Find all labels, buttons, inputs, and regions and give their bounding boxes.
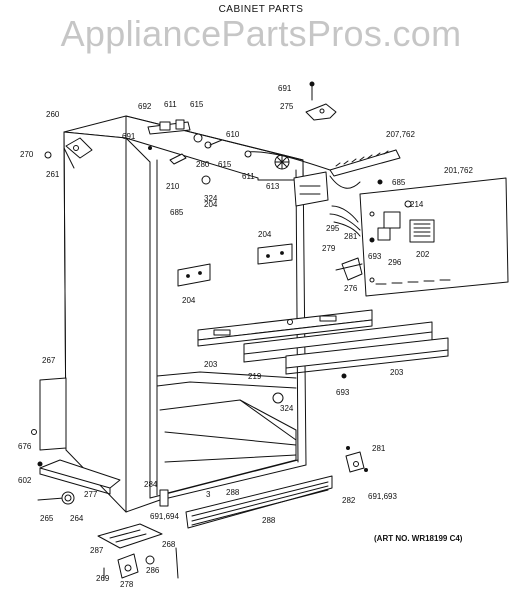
part-label: 276 — [344, 284, 358, 293]
part-label: 324 — [204, 194, 218, 203]
part-label: 265 — [40, 514, 54, 523]
part-label: 611 — [164, 100, 177, 109]
screw-602 — [37, 461, 43, 467]
part-label: 685 — [392, 178, 406, 187]
watermark-text: AppliancePartsPros.com — [60, 13, 462, 54]
part-label: 691,693 — [368, 492, 397, 501]
part-label: 203 — [390, 368, 404, 377]
part-label: 296 — [388, 258, 402, 267]
part-label: 281 — [344, 232, 358, 241]
part-label: 214 — [410, 200, 424, 209]
part-label: 288 — [262, 516, 276, 525]
part-label: 275 — [280, 102, 294, 111]
part-label: 602 — [18, 476, 32, 485]
part-label: 204 — [258, 230, 272, 239]
part-label: 295 — [326, 224, 340, 233]
part-label: 267 — [42, 356, 56, 365]
part-label: 286 — [146, 566, 160, 575]
part-label: 278 — [120, 580, 134, 589]
part-label: 282 — [342, 496, 356, 505]
part-label: 270 — [20, 150, 34, 159]
part-label: 260 — [46, 110, 60, 119]
part-label: 691,694 — [150, 512, 179, 521]
part-label: 204 — [204, 200, 218, 209]
part-label: 685 — [170, 208, 184, 217]
part-label: 288 — [226, 488, 240, 497]
part-label: 691 — [122, 132, 136, 141]
part-label: 261 — [46, 170, 60, 179]
plug-324-top — [201, 175, 211, 185]
wire-harness-207 — [244, 149, 401, 207]
roller-278 — [103, 547, 179, 581]
grille-288 — [185, 475, 333, 529]
screw-693 — [341, 373, 347, 379]
hinge-260 — [44, 137, 93, 169]
diagram-title: CABINET PARTS — [218, 4, 304, 15]
part-label: 676 — [18, 442, 32, 451]
bracket-275 — [305, 81, 337, 121]
roller-bracket-287 — [97, 523, 163, 549]
part-label: 201,762 — [444, 166, 473, 175]
control-panel-201 — [359, 177, 509, 297]
part-label: 691 — [278, 84, 292, 93]
cabinet-shell — [39, 115, 307, 513]
bracket-204-left — [177, 263, 211, 287]
part-label: 692 — [138, 102, 152, 111]
part-label: 613 — [266, 182, 280, 191]
side-panel-267 — [39, 377, 67, 451]
part-label: 264 — [70, 514, 84, 523]
top-hinge-assembly — [147, 119, 223, 165]
part-label: 279 — [322, 244, 336, 253]
part-label: 281 — [372, 444, 386, 453]
part-label: 615 — [218, 160, 232, 169]
grille-clip-284 — [159, 489, 169, 507]
part-label: 280 — [196, 160, 210, 169]
part-label: 3 — [206, 490, 211, 499]
part-label: 268 — [162, 540, 176, 549]
part-label: 610 — [226, 130, 240, 139]
part-label: 202 — [416, 250, 430, 259]
part-label: 210 — [166, 182, 180, 191]
part-label: 204 — [182, 296, 196, 305]
plug-324 — [272, 392, 284, 404]
part-label: 269 — [96, 574, 110, 583]
part-label: 324 — [280, 404, 294, 413]
part-label: 287 — [90, 546, 104, 555]
rail-203-lower — [285, 337, 449, 375]
thermostat-278 — [329, 205, 375, 281]
leveling-rod-265 — [37, 491, 75, 505]
part-label: 284 — [144, 480, 158, 489]
hinge-282 — [345, 446, 368, 473]
part-label: 615 — [190, 100, 204, 109]
art-number: (ART NO. WR18199 C4) — [374, 534, 463, 543]
bracket-204-right — [257, 243, 293, 265]
part-label: 219 — [248, 372, 262, 381]
screw-676 — [31, 429, 37, 435]
part-label: 207,762 — [386, 130, 415, 139]
part-label: 693 — [336, 388, 350, 397]
rail-203-upper — [197, 309, 373, 347]
part-label: 203 — [204, 360, 218, 369]
part-label: 693 — [368, 252, 382, 261]
part-label: 611 — [242, 172, 255, 181]
part-label: 277 — [84, 490, 98, 499]
